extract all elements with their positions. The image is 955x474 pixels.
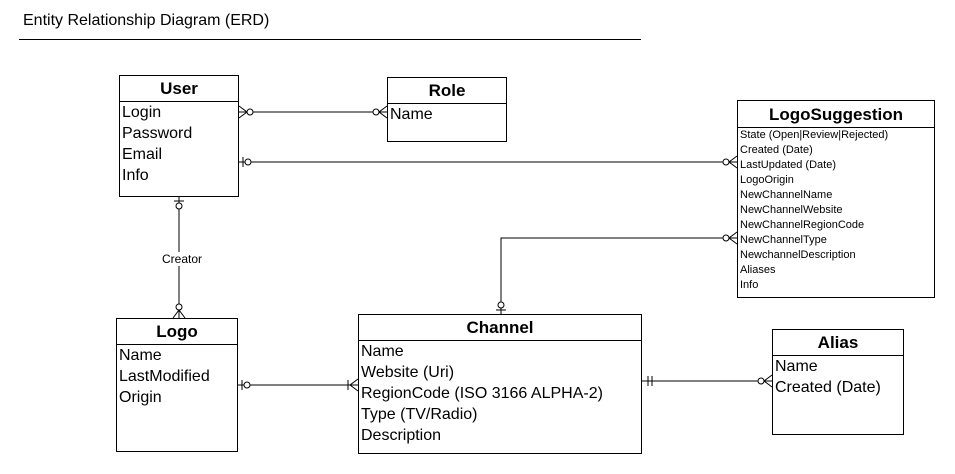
user-attribute: Password	[122, 125, 193, 142]
logosuggestion-attribute: LastUpdated (Date)	[740, 159, 836, 171]
entity-logosuggestion[interactable]: LogoSuggestion State (Open|Review|Reject…	[737, 100, 935, 298]
logo-attribute: Name	[119, 347, 162, 364]
logosuggestion-attribute: NewChannelRegionCode	[740, 219, 865, 231]
zero-circle-marker	[722, 234, 730, 242]
zero-circle-marker	[722, 158, 730, 166]
logosuggestion-attribute: State (Open|Review|Rejected)	[740, 129, 889, 141]
logosuggestion-attribute: NewChannelName	[740, 189, 833, 201]
zero-circle-marker	[246, 108, 254, 116]
channel-attribute: Description	[361, 427, 442, 444]
logosuggestion-attribute: Created (Date)	[740, 144, 813, 156]
title-divider	[19, 39, 641, 40]
zero-circle-marker	[497, 301, 505, 309]
entity-logosuggestion-name: LogoSuggestion	[738, 101, 934, 128]
logo-attribute: LastModified	[119, 368, 210, 385]
entity-channel-name: Channel	[359, 315, 641, 341]
entity-role[interactable]: Role Name	[387, 77, 507, 142]
diagram-title: Entity Relationship Diagram (ERD)	[23, 12, 270, 29]
logo-attribute: Origin	[119, 389, 162, 406]
entity-logo-name: Logo	[117, 319, 237, 345]
zero-circle-marker	[175, 202, 183, 210]
channel-attribute: Website (Uri)	[361, 364, 455, 381]
alias-attribute: Name	[775, 358, 818, 375]
channel-attribute: Name	[361, 343, 404, 360]
logosuggestion-attribute: Info	[740, 279, 759, 291]
logosuggestion-attribute: NewchannelDescription	[740, 249, 856, 261]
logosuggestion-attribute: Aliases	[740, 264, 776, 276]
zero-circle-marker	[244, 158, 252, 166]
user-attribute: Email	[122, 146, 163, 163]
logosuggestion-attribute: NewChannelWebsite	[740, 204, 843, 216]
channel-attribute: RegionCode (ISO 3166 ALPHA-2)	[361, 385, 603, 402]
creator-relationship-label: Creator	[160, 252, 205, 266]
user-attribute: Info	[122, 167, 149, 184]
channel-attribute: Type (TV/Radio)	[361, 406, 478, 423]
entity-role-name: Role	[388, 78, 506, 104]
entity-user-name: User	[120, 76, 238, 102]
alias-attribute: Created (Date)	[775, 379, 881, 396]
role-attribute: Name	[390, 106, 433, 123]
zero-circle-marker	[372, 108, 380, 116]
logosuggestion-attribute: LogoOrigin	[740, 174, 794, 186]
zero-circle-marker	[243, 381, 251, 389]
zero-circle-marker	[757, 377, 765, 385]
logosuggestion-attribute: NewChannelType	[740, 234, 827, 246]
zero-circle-marker	[175, 303, 183, 311]
user-attribute: Login	[122, 104, 162, 121]
channel-logosuggestion-link	[500, 237, 737, 314]
entity-alias-name: Alias	[773, 330, 903, 356]
